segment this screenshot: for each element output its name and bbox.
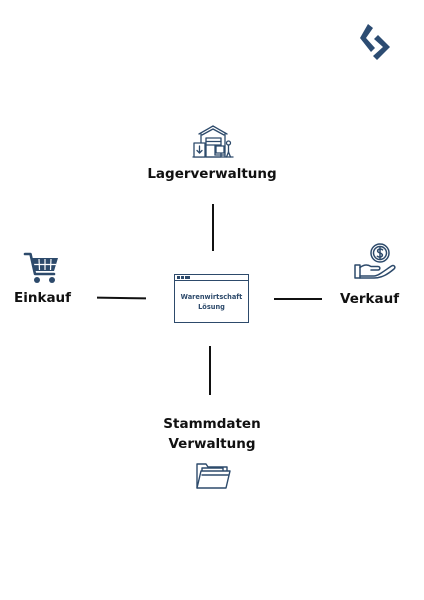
node-label-lagerverwaltung: Lagerverwaltung [147,166,277,182]
node-label-stammdaten: Stammdaten Verwaltung [0,414,424,454]
node-label-verkauf: Verkauf [340,291,400,307]
node-label-stammdaten-line2: Verwaltung [168,436,256,452]
shopping-cart-icon [23,252,58,283]
connector-left [96,296,147,300]
application-window-icon: Warenwirtschaft Lösung [174,274,249,323]
node-label-stammdaten-line1: Stammdaten [163,416,261,432]
window-dot [185,276,190,279]
center-title-line1: Warenwirtschaft [180,293,243,301]
node-label-einkauf: Einkauf [14,290,72,306]
hand-coin-icon [354,243,396,279]
warehouse-icon [192,125,234,158]
window-titlebar [175,275,248,281]
connector-bottom [209,346,211,395]
center-title-line2: Lösung [198,303,225,311]
connector-top [212,204,214,251]
connector-right [274,298,322,300]
window-dot [181,276,184,279]
brand-logo-icon [360,24,390,60]
window-dot [177,276,180,279]
folder-icon [196,463,231,489]
